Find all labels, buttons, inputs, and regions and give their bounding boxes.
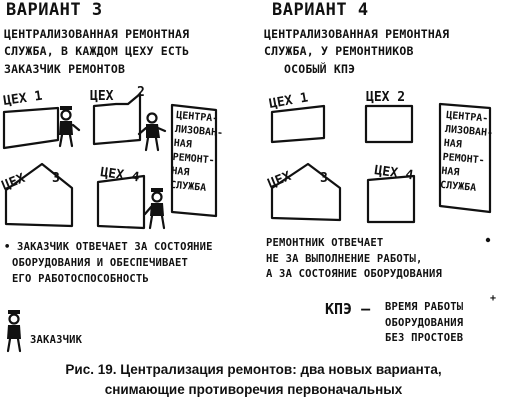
variant3-note-line1: • ЗАКАЗЧИК ОТВЕЧАЕТ ЗА СОСТОЯНИЕ [4,241,213,253]
v4-service-line2: ЛИЗОВАН- [445,124,494,139]
variant4-note-line2: НЕ ЗА ВЫПОЛНЕНИЕ РАБОТЫ, [266,253,423,265]
variant3-subtitle-line3: ЗАКАЗЧИК РЕМОНТОВ [4,62,126,76]
variant3-subtitle-line1: ЦЕНТРАЛИЗОВАННАЯ РЕМОНТНАЯ [4,27,190,41]
v3-shop2-label: ЦЕХ [90,89,114,104]
v3-shop4-label: ЦЕХ 4 [99,165,140,185]
v3-shop1-label: ЦЕХ 1 [2,89,43,109]
figure-caption-line2: снимающие противоречия первоначальных [104,382,403,397]
kpi-line2: ОБОРУДОВАНИЯ [385,317,464,329]
v4-service-line1: ЦЕНТРА- [446,110,489,125]
v3-shop4: ЦЕХ 4 [96,165,146,230]
variant4-subtitle-line1: ЦЕНТРАЛИЗОВАННАЯ РЕМОНТНАЯ [264,27,450,41]
v3-shop3: ЦЕХ 3 [0,162,74,228]
v3-shop2-number: 2 [137,85,145,100]
v4-shop4-label: ЦЕХ 4 [373,163,414,183]
v4-shop3: ЦЕХ 3 [266,162,342,222]
variant3-subtitle-line2: СЛУЖБА, В КАЖДОМ ЦЕХУ ЕСТЬ [4,44,190,58]
v3-shop2: ЦЕХ 2 [90,85,145,146]
legend-customer-icon [6,310,22,353]
variant3-note-line3: ЕГО РАБОТОСПОСОБНОСТЬ [12,273,149,285]
v4-central-service-box: ЦЕНТРА- ЛИЗОВАН- НАЯ РЕМОНТ- НАЯ СЛУЖБА [438,102,494,214]
figure-caption-line1: Рис. 19. Централизация ремонтов: два нов… [65,362,442,377]
variant4-subtitle-line3: ОСОБЫЙ КПЭ [284,62,356,76]
legend-customer-label: ЗАКАЗЧИК [30,334,83,346]
v4-service-line4: РЕМОНТ- [442,152,485,167]
v4-shop3-label: ЦЕХ [266,169,294,192]
v3-shop3-label: ЦЕХ [0,171,27,194]
v4-service-line5: НАЯ [441,166,460,179]
v4-bullet-dot [485,237,491,243]
v3-service-line5: НАЯ [171,166,190,179]
v3-service-line1: ЦЕНТРА- [176,110,219,125]
v3-central-service-box: ЦЕНТРА- ЛИЗОВАН- НАЯ РЕМОНТ- НАЯ СЛУЖБА [170,103,224,218]
v4-shop2: ЦЕХ 2 [364,90,414,144]
v3-shop1: ЦЕХ 1 [2,89,60,150]
v3-service-line6: СЛУЖБА [170,180,207,194]
kpi-label: КПЭ — [325,300,371,318]
v3-customer-icon-2 [143,188,166,230]
variant4-note-line3: А ЗА СОСТОЯНИЕ ОБОРУДОВАНИЯ [266,268,443,280]
v4-shop4: ЦЕХ 4 [366,163,416,224]
v4-shop2-label: ЦЕХ 2 [366,90,405,105]
kpi-line1: ВРЕМЯ РАБОТЫ [385,301,464,313]
kpi-plus-sign: + [490,293,497,304]
v3-customer-icon [58,106,81,148]
v3-service-line2: ЛИЗОВАН- [175,124,224,139]
v3-repairman-icon [137,112,167,152]
variant3-note-line2: ОБОРУДОВАНИЯ И ОБЕСПЕЧИВАЕТ [12,257,189,269]
v4-service-line6: СЛУЖБА [440,180,477,194]
variant3-title: ВАРИАНТ 3 [6,0,103,20]
v4-shop1-label: ЦЕХ 1 [268,90,309,112]
v3-shop3-number: 3 [52,171,60,186]
v4-shop3-number: 3 [320,171,328,186]
kpi-line3: БЕЗ ПРОСТОЕВ [385,332,464,344]
v4-service-line3: НАЯ [443,138,462,151]
variant4-note-line1: РЕМОНТНИК ОТВЕЧАЕТ [266,237,384,249]
v3-service-line4: РЕМОНТ- [172,152,215,167]
variant4-subtitle-line2: СЛУЖБА, У РЕМОНТНИКОВ [264,44,414,58]
v4-shop1: ЦЕХ 1 [268,90,326,144]
v3-service-line3: НАЯ [173,138,192,151]
variant4-title: ВАРИАНТ 4 [272,0,369,20]
